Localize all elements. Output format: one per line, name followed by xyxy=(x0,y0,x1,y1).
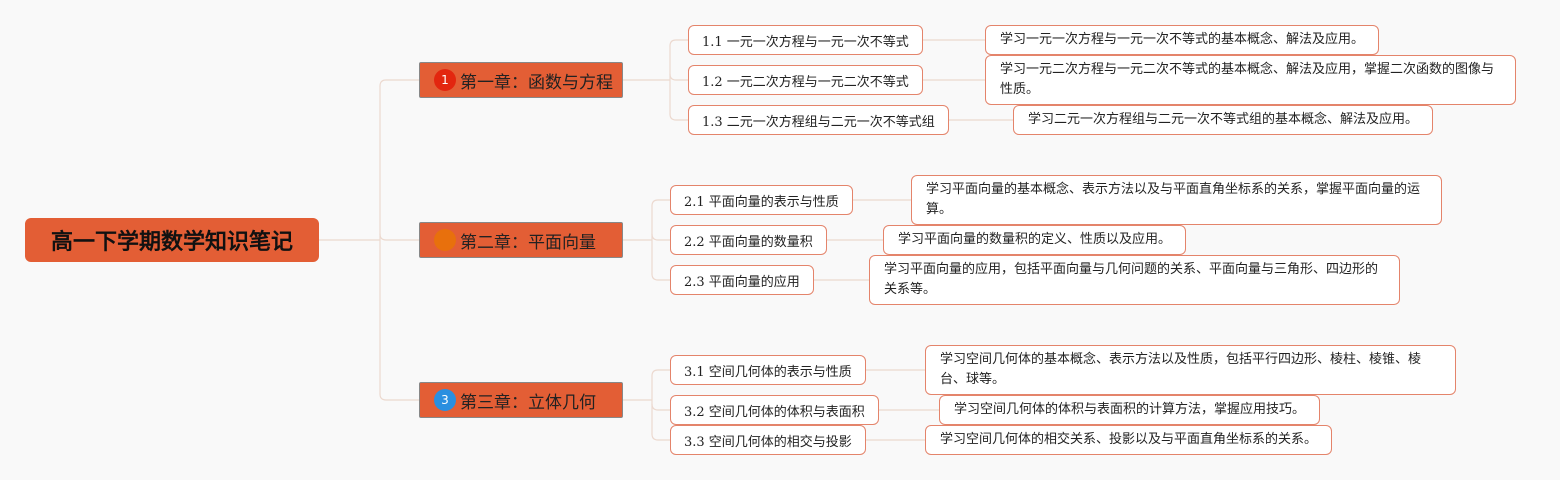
root-title: 高一下学期数学知识笔记 xyxy=(50,230,293,255)
connector-line xyxy=(651,233,671,241)
chapter-title: 第二章：平面向量 xyxy=(460,232,596,253)
connector-line xyxy=(651,433,671,441)
number-badge-icon: 3 xyxy=(434,389,456,411)
section-3-3-desc[interactable]: 学习空间几何体的相交关系、投影以及与平面直角坐标系的关系。 xyxy=(925,425,1333,455)
connector-line xyxy=(669,39,689,47)
section-3-1-desc[interactable]: 学习空间几何体的基本概念、表示方法以及性质，包括平行四边形、棱柱、棱锥、棱台、球… xyxy=(925,345,1456,395)
connector-line xyxy=(651,369,671,377)
connector-line xyxy=(651,199,671,207)
section-1-2-desc[interactable]: 学习一元二次方程与一元二次不等式的基本概念、解法及应用，掌握二次函数的图像与性质… xyxy=(985,55,1516,105)
connector-line xyxy=(669,73,689,81)
section-3-3[interactable]: 3.3 空间几何体的相交与投影 xyxy=(670,425,866,455)
section-1-3-desc[interactable]: 学习二元一次方程组与二元一次不等式组的基本概念、解法及应用。 xyxy=(1013,105,1434,135)
section-2-2-desc[interactable]: 学习平面向量的数量积的定义、性质以及应用。 xyxy=(883,225,1187,255)
chapter-2-node[interactable]: 第二章：平面向量 xyxy=(419,222,623,258)
connector-line xyxy=(669,113,689,121)
number-badge-icon: 1 xyxy=(434,69,456,91)
section-2-3-desc[interactable]: 学习平面向量的应用，包括平面向量与几何问题的关系、平面向量与三角形、四边形的关系… xyxy=(869,255,1400,305)
section-3-2-desc[interactable]: 学习空间几何体的体积与表面积的计算方法，掌握应用技巧。 xyxy=(939,395,1321,425)
chapter-title: 第三章：立体几何 xyxy=(460,392,596,413)
section-1-1[interactable]: 1.1 一元一次方程与一元一次不等式 xyxy=(688,25,923,55)
section-2-3[interactable]: 2.3 平面向量的应用 xyxy=(670,265,814,295)
section-1-2[interactable]: 1.2 一元二次方程与一元二次不等式 xyxy=(688,65,923,95)
section-2-2[interactable]: 2.2 平面向量的数量积 xyxy=(670,225,827,255)
number-badge-icon xyxy=(434,229,456,251)
chapter-3-node[interactable]: 3 第三章：立体几何 xyxy=(419,382,623,418)
root-topic[interactable]: 高一下学期数学知识笔记 xyxy=(25,218,319,262)
chapter-title: 第一章：函数与方程 xyxy=(460,72,613,93)
section-1-3[interactable]: 1.3 二元一次方程组与二元一次不等式组 xyxy=(688,105,949,135)
section-1-1-desc[interactable]: 学习一元一次方程与一元一次不等式的基本概念、解法及应用。 xyxy=(985,25,1380,55)
section-3-2[interactable]: 3.2 空间几何体的体积与表面积 xyxy=(670,395,879,425)
chapter-1-node[interactable]: 1 第一章：函数与方程 xyxy=(419,62,623,98)
section-3-1[interactable]: 3.1 空间几何体的表示与性质 xyxy=(670,355,866,385)
section-2-1-desc[interactable]: 学习平面向量的基本概念、表示方法以及与平面直角坐标系的关系，掌握平面向量的运算。 xyxy=(911,175,1442,225)
connector-line xyxy=(379,79,420,87)
connector-line xyxy=(651,403,671,411)
connector-line xyxy=(651,273,671,281)
connector-line xyxy=(379,393,420,401)
section-2-1[interactable]: 2.1 平面向量的表示与性质 xyxy=(670,185,853,215)
connector-line xyxy=(379,233,420,241)
